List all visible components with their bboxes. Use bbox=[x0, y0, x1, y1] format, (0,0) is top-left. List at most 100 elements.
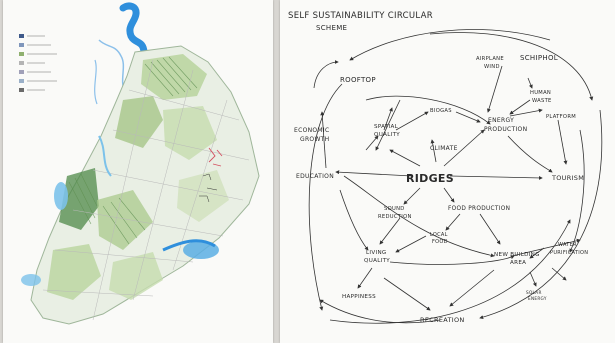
arrow-sound-living bbox=[379, 217, 401, 245]
site-map bbox=[19, 2, 260, 325]
green-field bbox=[109, 252, 163, 300]
node-human-waste-2: WASTE bbox=[532, 98, 552, 104]
legend-swatch bbox=[19, 52, 24, 56]
arrow-food-newbuilding bbox=[479, 213, 501, 245]
map-legend bbox=[19, 34, 57, 92]
arrow-rooftop-spatial bbox=[375, 99, 401, 151]
legend-swatch bbox=[19, 79, 24, 83]
node-platform: PLATFORM bbox=[546, 114, 576, 120]
node-economic-growth-2: GROWTH bbox=[300, 136, 329, 143]
node-economic-growth-1: ECONOMIC bbox=[294, 127, 329, 134]
arrow-ridges-energy bbox=[443, 129, 485, 167]
arrow-localfood-living bbox=[395, 235, 427, 253]
node-water-purification-2: PURIFICATION bbox=[550, 250, 588, 256]
node-human-waste-1: HUMAN bbox=[530, 90, 551, 96]
dark-green-field bbox=[59, 168, 99, 230]
scheme-title-line1: SELF SUSTAINABILITY CIRCULAR bbox=[288, 11, 433, 21]
node-small-2: ENERGY bbox=[528, 296, 547, 301]
road-network bbox=[42, 59, 250, 321]
arrow-top-right-loop bbox=[429, 32, 594, 101]
arrow-ridges-climate bbox=[430, 139, 437, 163]
arrow-right-loop bbox=[479, 109, 603, 320]
node-tourism: TOURISM bbox=[551, 174, 584, 182]
waterway bbox=[162, 239, 216, 252]
node-climate: CLIMATE bbox=[430, 145, 458, 152]
arrow-platform-water bbox=[569, 129, 585, 253]
arrow-recreation-tourism bbox=[329, 219, 571, 324]
green-field bbox=[163, 106, 217, 160]
arrow-newbuilding-small bbox=[529, 271, 537, 287]
arrow-living-recreation bbox=[383, 277, 431, 311]
arrow-schiphol-rooftop bbox=[349, 29, 551, 61]
node-airplane: AIRPLANE bbox=[476, 56, 504, 62]
node-food-production: FOOD PRODUCTION bbox=[448, 206, 510, 212]
scheme-nodes: ROOFTOP AIRPLANE WIND SCHIPHOL ECONOMIC … bbox=[294, 54, 588, 324]
arrow-platform-tourism bbox=[557, 119, 568, 165]
arrow-ridges-sound bbox=[403, 187, 421, 205]
arrow-energy-platform bbox=[509, 108, 543, 117]
node-energy-production-2: PRODUCTION bbox=[484, 126, 527, 133]
node-local-food-2: FOOD bbox=[432, 239, 448, 245]
scheme-title-line2: SCHEME bbox=[316, 24, 347, 32]
circular-scheme-diagram: SELF SUSTAINABILITY CIRCULAR SCHEME bbox=[288, 11, 603, 324]
arrow-water-newbuilding bbox=[529, 247, 545, 259]
arrow-spatial-biogas bbox=[395, 111, 429, 131]
node-new-building-1: NEW BUILDING bbox=[494, 252, 540, 258]
node-sound-reduction-1: SOUND bbox=[384, 206, 405, 212]
arrow-ridges-food bbox=[443, 187, 455, 203]
arrow-energy-tourism bbox=[507, 135, 553, 173]
node-spatial-quality-2: QUALITY bbox=[374, 132, 400, 138]
canal-line bbox=[98, 39, 126, 93]
node-wind: WIND bbox=[484, 64, 500, 70]
arrow-ridges-spatial bbox=[389, 149, 421, 167]
arrow-rooftop-energy bbox=[365, 95, 491, 125]
arrow-food-localfood bbox=[445, 213, 461, 231]
arrow-schiphol-waste bbox=[527, 77, 533, 89]
node-local-food-1: LOCAL bbox=[430, 232, 448, 238]
water-body bbox=[21, 274, 41, 286]
node-living-quality-1: LIVING bbox=[366, 250, 387, 256]
arrow-living-happiness bbox=[357, 267, 373, 289]
arrow-water-small bbox=[551, 267, 567, 281]
arrow-education-newbuilding bbox=[343, 175, 495, 258]
arrow-economic-spatial bbox=[365, 135, 379, 151]
arrow-living-newbuilding bbox=[389, 255, 515, 265]
node-rooftop: ROOFTOP bbox=[340, 76, 376, 84]
water-body bbox=[54, 182, 68, 210]
arrow-bottom-loop bbox=[319, 299, 441, 324]
node-energy-production-1: ENERGY bbox=[488, 117, 514, 124]
arrow-spatial-rooftop bbox=[383, 107, 393, 131]
node-small-1: SOLAR bbox=[526, 290, 542, 295]
arrow-waste-energy bbox=[509, 99, 531, 115]
green-field bbox=[47, 244, 101, 300]
node-education: EDUCATION bbox=[296, 173, 334, 180]
green-field bbox=[97, 190, 153, 250]
green-field bbox=[115, 96, 163, 148]
canal-line bbox=[94, 59, 98, 105]
annotation-marks bbox=[208, 147, 223, 167]
arrow-left-loop bbox=[308, 83, 343, 311]
water-body bbox=[183, 241, 219, 259]
map-sheet bbox=[3, 0, 273, 343]
arrow-newbuilding-recreation bbox=[449, 269, 495, 307]
node-happiness: HAPPINESS bbox=[342, 294, 376, 300]
node-recreation: RECREATION bbox=[420, 316, 465, 324]
arrow-ridges-tourism bbox=[449, 175, 543, 180]
handwritten-marks bbox=[199, 173, 218, 203]
legend-swatch bbox=[19, 34, 24, 38]
arrow-newbuilding-tourism bbox=[511, 238, 581, 257]
arrow-education-living bbox=[339, 189, 369, 251]
node-schiphol: SCHIPHOL bbox=[520, 54, 558, 62]
node-sound-reduction-2: REDUCTION bbox=[378, 214, 412, 220]
arrow-ridges-education bbox=[335, 170, 413, 177]
waterway bbox=[98, 135, 112, 177]
node-ridges: RIDGES bbox=[406, 172, 454, 185]
node-water-purification-1: WATER bbox=[558, 242, 577, 248]
scheme-sheet: SELF SUSTAINABILITY CIRCULAR SCHEME bbox=[280, 0, 615, 343]
arrow-wind-energy bbox=[487, 65, 503, 113]
arrow-economic-rooftop bbox=[313, 60, 339, 89]
legend-swatch bbox=[19, 88, 24, 92]
green-field bbox=[141, 54, 207, 100]
connection-arrows bbox=[308, 29, 603, 324]
